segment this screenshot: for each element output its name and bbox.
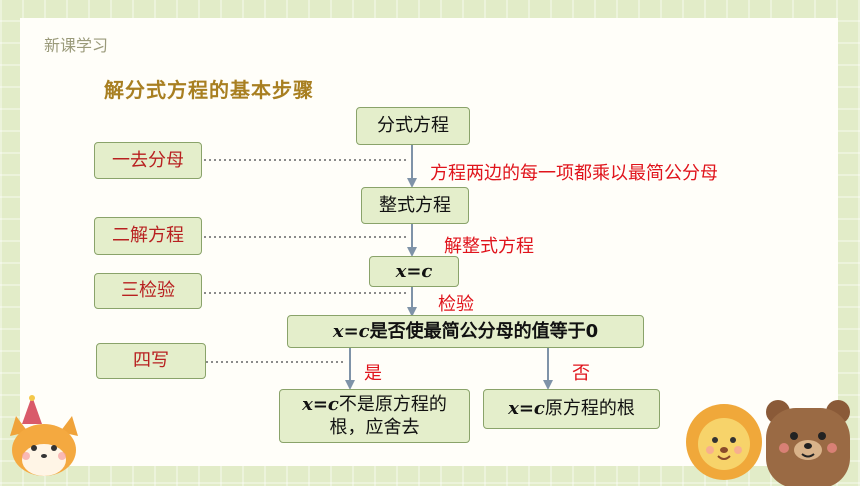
step-label: 一去分母: [112, 149, 184, 171]
box-solution: x=c: [369, 256, 459, 287]
step-label: 二解方程: [112, 225, 184, 247]
var-x: x: [302, 393, 313, 415]
var-x: x: [332, 320, 344, 342]
var-c: c: [358, 320, 370, 342]
step-box-1: 一去分母: [94, 142, 202, 179]
note-step3: 检验: [438, 294, 474, 315]
reject-text: 不是原方程的: [338, 393, 447, 415]
step-label: 四写: [133, 350, 169, 372]
reject-line1: x=c不是原方程的: [302, 393, 447, 416]
note-step1: 方程两边的每一项都乘以最简公分母: [430, 163, 718, 184]
section-label: 新课学习: [44, 36, 109, 55]
lion-illustration: [686, 404, 762, 480]
note-yes: 是: [364, 363, 382, 384]
bear-illustration: [766, 400, 850, 486]
box-text: 整式方程: [379, 194, 451, 216]
fox-illustration: [10, 395, 78, 476]
box-reject: x=c不是原方程的 根，应舍去: [279, 389, 470, 443]
eq-sign: =: [518, 398, 534, 420]
var-x: x: [395, 260, 407, 282]
box-fractional-equation: 分式方程: [356, 107, 470, 145]
note-no: 否: [572, 363, 590, 384]
step-box-2: 二解方程: [94, 217, 202, 255]
step-label: 三检验: [121, 280, 175, 302]
eq-sign: =: [406, 260, 422, 282]
var-c: c: [533, 398, 545, 420]
eq-sign: =: [312, 393, 328, 415]
page-title: 解分式方程的基本步骤: [104, 78, 314, 102]
eq-sign: =: [343, 320, 359, 342]
check-text: 是否使最简公分母的值等于0: [369, 320, 599, 342]
step-box-3: 三检验: [94, 273, 202, 309]
step-box-4: 四写: [96, 343, 206, 379]
box-text: 分式方程: [377, 115, 449, 137]
note-step2: 解整式方程: [444, 236, 534, 257]
var-c: c: [421, 260, 433, 282]
box-integral-equation: 整式方程: [361, 187, 469, 224]
reject-line2: 根，应舍去: [329, 417, 420, 438]
var-c: c: [327, 393, 339, 415]
var-x: x: [508, 398, 519, 420]
accept-text: 原方程的根: [544, 398, 635, 420]
